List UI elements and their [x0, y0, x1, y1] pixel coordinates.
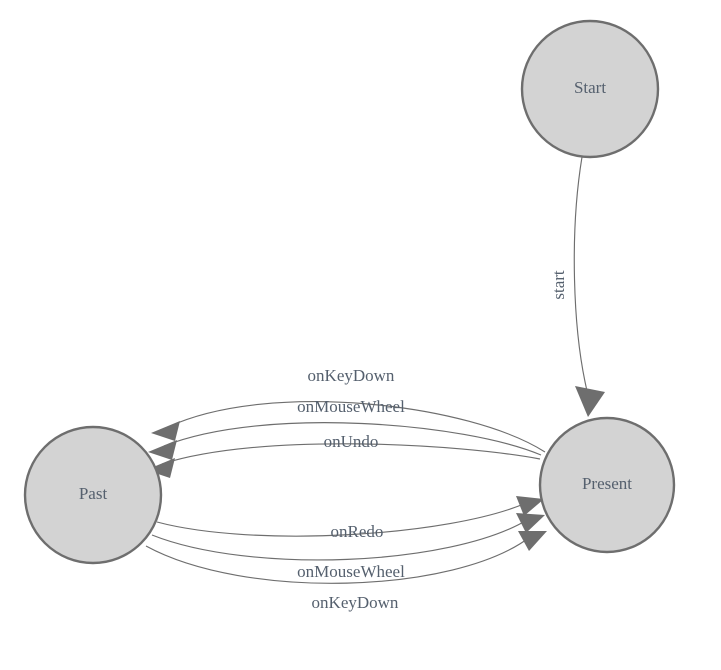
- edge-label-present-past-1: onKeyDown: [308, 366, 395, 385]
- edge-past-to-present-onredo[interactable]: onRedo: [156, 496, 544, 541]
- edge-past-to-present-onmousewheel[interactable]: onMouseWheel: [151, 513, 545, 581]
- edge-arrowhead-present-past-2: [148, 440, 177, 460]
- edge-arrowhead-present-past-3: [146, 458, 175, 478]
- edge-path-present-past-3: [161, 443, 541, 465]
- node-present[interactable]: Present: [538, 416, 676, 554]
- node-start[interactable]: Start: [520, 19, 660, 159]
- edge-path-past-present-1: [156, 502, 527, 537]
- node-present-label: Present: [582, 474, 632, 493]
- edge-arrowhead-past-present-2: [516, 513, 545, 533]
- node-start-label: Start: [574, 78, 606, 97]
- edge-path-present-past-2: [163, 422, 542, 456]
- edge-label-present-past-3: onUndo: [324, 432, 379, 451]
- edges-layer: start onKeyDown onMouseWheel onUndo: [145, 156, 605, 612]
- edge-label-present-past-2: onMouseWheel: [297, 397, 405, 416]
- node-past[interactable]: Past: [23, 425, 163, 565]
- nodes-layer: Start Past Present: [23, 19, 676, 565]
- edge-path-past-present-2: [151, 519, 528, 561]
- edge-present-to-past-onkeydown[interactable]: onKeyDown: [151, 366, 546, 453]
- node-past-label: Past: [79, 484, 108, 503]
- edge-arrowhead-present-past-1: [151, 421, 180, 441]
- edge-past-to-present-onkeydown[interactable]: onKeyDown: [145, 531, 547, 612]
- node-present-circle[interactable]: [538, 416, 676, 554]
- edge-path-start: [573, 156, 589, 396]
- edge-arrowhead-past-present-3: [518, 531, 547, 551]
- edge-label-past-present-2: onMouseWheel: [297, 562, 405, 581]
- node-start-circle[interactable]: [520, 19, 660, 159]
- edge-label-past-present-3: onKeyDown: [312, 593, 399, 612]
- edge-present-to-past-onmousewheel[interactable]: onMouseWheel: [148, 397, 542, 460]
- edge-path-present-past-1: [167, 401, 546, 453]
- edge-arrowhead-start: [575, 386, 605, 417]
- edge-present-to-past-onundo[interactable]: onUndo: [146, 432, 541, 478]
- node-past-circle[interactable]: [23, 425, 163, 565]
- edge-label-past-present-1: onRedo: [331, 522, 384, 541]
- edge-arrowhead-past-present-1: [516, 496, 544, 516]
- edge-path-past-present-3: [145, 536, 531, 584]
- edge-start-to-present[interactable]: start: [549, 156, 605, 417]
- edge-label-start: start: [549, 270, 568, 300]
